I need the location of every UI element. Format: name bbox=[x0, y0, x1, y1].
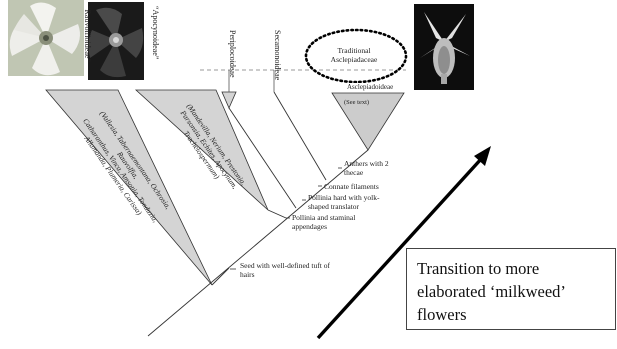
annotation-anthers: Anthers with 2 thecae bbox=[344, 160, 400, 177]
callout-line2: elaborated ‘milkweed’ bbox=[417, 280, 607, 303]
label-asclepiadoideae: Asclepiadoideae bbox=[346, 83, 394, 92]
branch-apocynoideae bbox=[268, 210, 286, 218]
flower-photo-milkweed bbox=[414, 4, 474, 90]
label-apocynoideae: “Apocynoideae” bbox=[151, 6, 160, 59]
flower-photo-white bbox=[8, 0, 84, 76]
flower-photo-dark bbox=[88, 2, 144, 80]
clade-periplocoideae bbox=[222, 92, 236, 108]
label-rauvolfioideae: “Rauvolfioideae” bbox=[83, 6, 92, 62]
traditional-label-line1: Traditional bbox=[318, 46, 390, 55]
annotation-seed: Seed with well-defined tuft of hairs bbox=[240, 262, 336, 279]
label-secamonoideae: Secamonoideae bbox=[273, 30, 282, 80]
branch-rauvolfioideae bbox=[212, 268, 229, 285]
callout-line1: Transition to more bbox=[417, 257, 607, 280]
traditional-asclepiadaceae-label: Traditional Asclepiadaceae bbox=[318, 46, 390, 64]
see-text-label: (See text) bbox=[344, 99, 369, 106]
annotation-pollinia-hard: Pollinia hard with yolk-shaped translato… bbox=[308, 194, 386, 211]
traditional-label-line2: Asclepiadaceae bbox=[318, 55, 390, 64]
callout-line3: flowers bbox=[417, 303, 607, 326]
annotation-pollinia-staminal: Pollinia and staminal appendages bbox=[292, 214, 366, 231]
annotation-connate-filaments: Connate filaments bbox=[324, 183, 379, 192]
transition-callout-box: Transition to more elaborated ‘milkweed’… bbox=[406, 248, 616, 330]
branch-secamonoideae bbox=[274, 92, 326, 180]
label-periplocoideae: Periplocoideae bbox=[228, 30, 237, 78]
